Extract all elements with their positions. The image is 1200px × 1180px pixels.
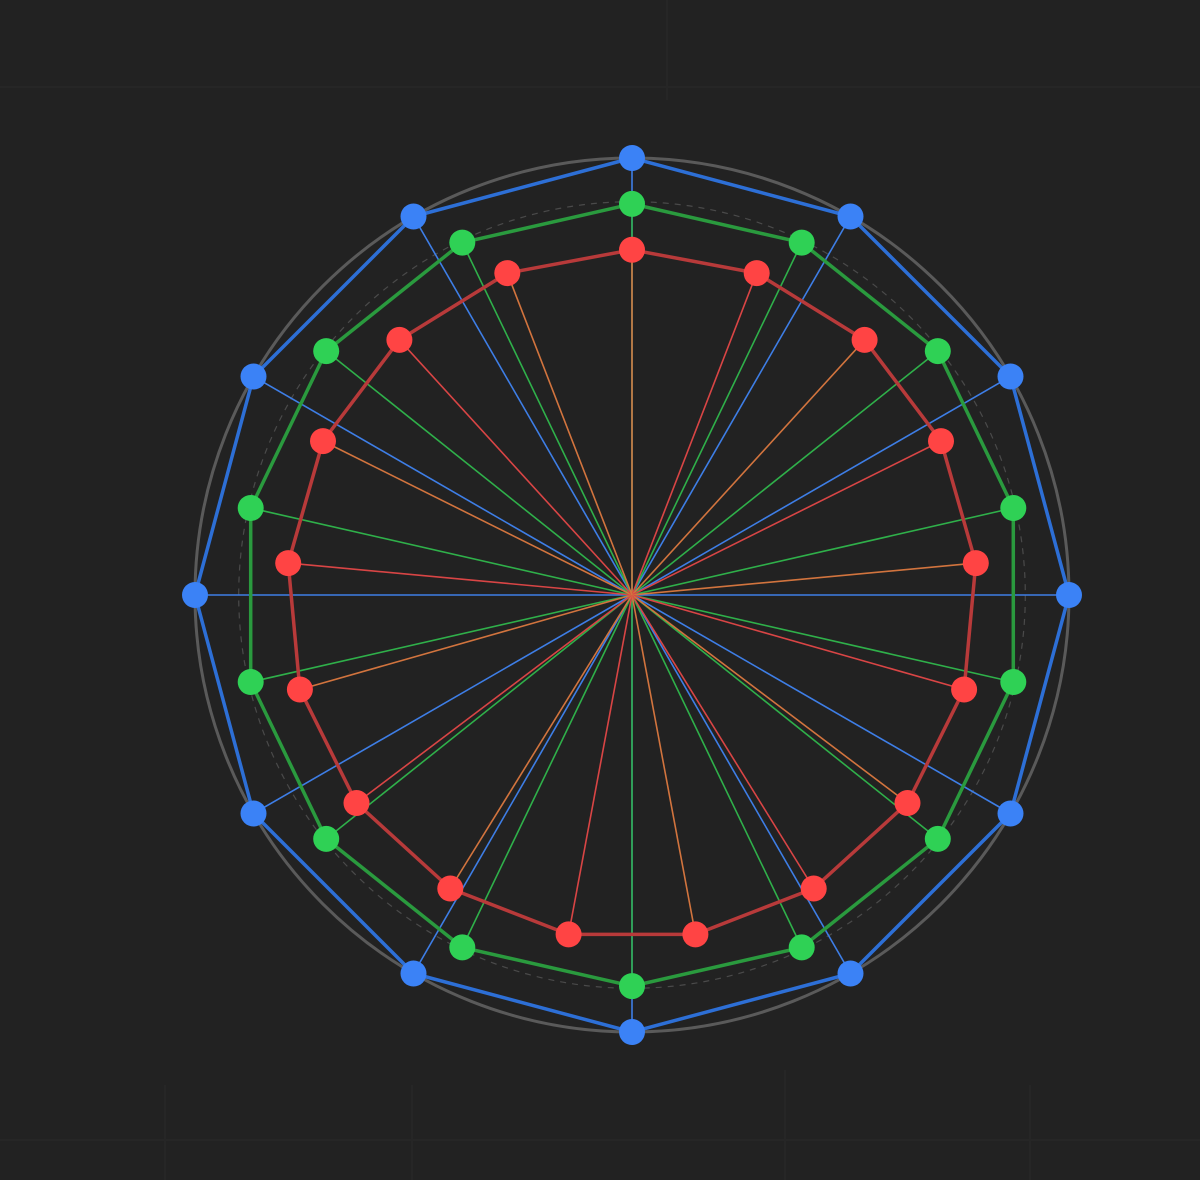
blue-vertex-point [240, 800, 267, 827]
green-vertex-point [1000, 669, 1027, 695]
blue-vertex-point [182, 582, 208, 608]
red-vertex-point [951, 676, 978, 703]
green-vertex-point [1000, 495, 1027, 521]
blue-vertex-point [997, 363, 1024, 390]
green-vertex-point [619, 190, 645, 217]
blue-vertex-point [837, 203, 864, 230]
red-spoke [631, 594, 815, 889]
spoke-lines [195, 158, 1069, 1032]
red-vertex-point [386, 326, 413, 353]
red-spoke [631, 272, 758, 596]
green-vertex-point [449, 229, 476, 256]
red-spoke [449, 594, 633, 889]
red-vertex-point [619, 236, 645, 263]
green-vertex-point [313, 825, 340, 852]
green-spoke [325, 350, 633, 596]
red-spoke [398, 339, 633, 596]
green-vertex-point [237, 495, 264, 521]
red-spoke [356, 594, 633, 804]
red-vertex-point [275, 550, 302, 577]
red-spoke [631, 594, 965, 691]
red-spoke [631, 594, 908, 804]
blue-spoke [631, 375, 1011, 596]
blue-vertex-point [619, 1019, 645, 1045]
green-vertex-point [237, 669, 264, 695]
red-spoke [288, 562, 633, 596]
red-spoke [322, 440, 633, 596]
green-spoke [631, 594, 803, 948]
blue-vertex-point [997, 800, 1024, 827]
green-vertex-point [924, 825, 951, 852]
green-vertex-point [313, 338, 340, 365]
blue-spoke [631, 216, 852, 596]
green-spoke [461, 242, 633, 596]
green-spoke [631, 350, 939, 596]
red-spoke [631, 440, 942, 596]
green-vertex-point [788, 934, 815, 961]
blue-vertex-point [240, 363, 267, 390]
red-vertex-point [928, 428, 954, 455]
green-spoke [250, 594, 633, 683]
vertex-points [182, 145, 1082, 1045]
red-polygon [286, 248, 978, 937]
green-spoke [631, 242, 803, 596]
green-spoke [631, 507, 1014, 596]
blue-spoke [253, 594, 633, 815]
blue-spoke [631, 594, 852, 974]
blue-vertex-point [400, 203, 427, 230]
blue-vertex-point [1056, 582, 1082, 608]
red-vertex-point [800, 875, 827, 902]
blue-vertex-point [619, 145, 645, 171]
green-vertex-point [788, 229, 815, 256]
red-vertex-point [555, 921, 582, 948]
red-spoke [631, 562, 976, 596]
green-vertex-point [449, 934, 476, 961]
blue-spoke [631, 594, 1011, 815]
red-vertex-point [343, 790, 370, 816]
red-spoke [631, 594, 697, 935]
blue-spoke [412, 216, 633, 596]
green-vertex-point [924, 338, 951, 365]
red-vertex-point [962, 550, 989, 577]
red-vertex-point [743, 260, 770, 287]
green-spoke [325, 594, 633, 840]
green-spoke [631, 594, 939, 840]
green-spoke [631, 594, 1014, 683]
red-spoke [567, 594, 633, 935]
blue-vertex-point [400, 960, 427, 987]
red-spoke [299, 594, 633, 691]
blue-spoke [412, 594, 633, 974]
red-vertex-point [286, 676, 313, 703]
green-spoke [250, 507, 633, 596]
blue-spoke [253, 375, 633, 596]
red-vertex-point [437, 875, 464, 902]
red-vertex-point [682, 921, 709, 948]
red-vertex-point [894, 790, 921, 816]
red-vertex-point [494, 260, 521, 287]
red-spoke [631, 339, 866, 596]
red-vertex-point [310, 428, 336, 455]
green-spoke [461, 594, 633, 948]
blue-vertex-point [837, 960, 864, 987]
red-vertex-point [851, 326, 878, 353]
red-spoke [506, 272, 633, 596]
green-vertex-point [619, 973, 645, 1000]
